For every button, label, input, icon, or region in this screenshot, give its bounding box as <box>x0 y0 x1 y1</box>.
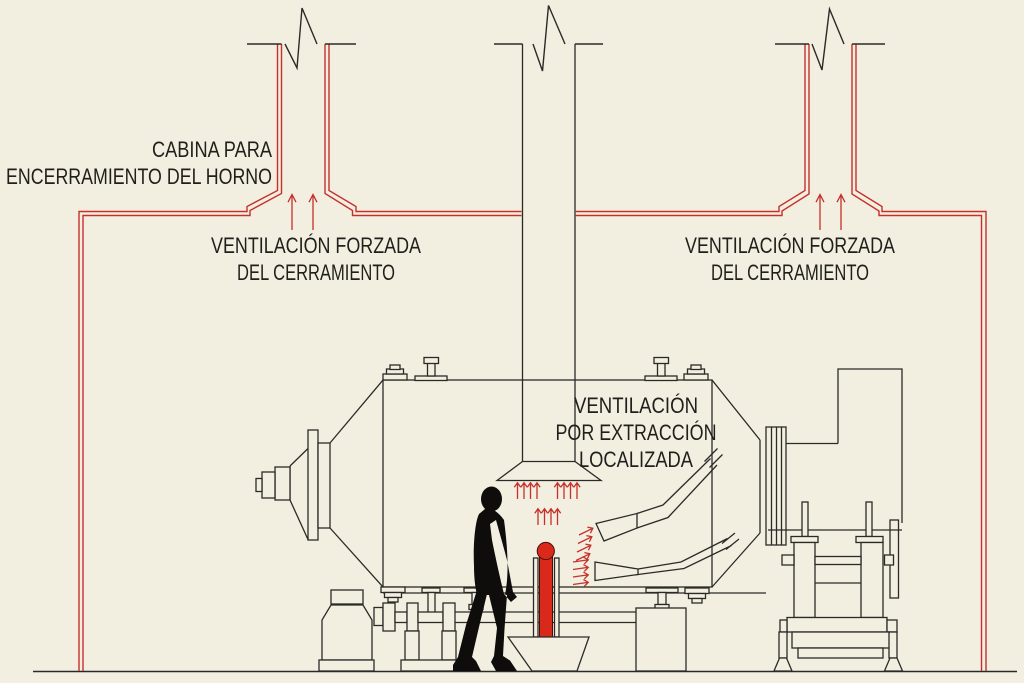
upper-launder <box>636 448 723 529</box>
worker-silhouette <box>453 486 517 671</box>
trunnion-stand <box>421 587 441 594</box>
forced-ventilation-left-label-line1: VENTILACIÓN FORZADA <box>211 233 421 258</box>
bearing-pedestal <box>404 630 420 661</box>
ingot-mold <box>506 636 590 672</box>
furnace-nose-tip <box>255 477 263 493</box>
forced-ventilation-left-label-line2: DEL CERRAMIENTO <box>237 260 395 285</box>
mill-mid-base <box>791 631 891 649</box>
extraction-hood <box>495 460 603 482</box>
forced-ventilation-right-label-line1: VENTILACIÓN FORZADA <box>685 233 895 258</box>
rail-mount <box>656 362 666 377</box>
labels: CABINA PARA ENCERRAMIENTO DEL HORNO VENT… <box>6 137 895 472</box>
lower-launder <box>637 532 740 576</box>
pouring-launders <box>594 448 740 582</box>
shaft-collar <box>373 606 384 627</box>
trunnion-stand <box>427 591 436 614</box>
shaft-segment <box>417 611 444 624</box>
hot-ingot-head <box>536 541 555 561</box>
motor-base <box>318 659 375 672</box>
mill-foot-column <box>888 631 898 659</box>
bolt-flange <box>690 364 702 371</box>
rail-mount <box>653 356 670 365</box>
mill-roll-bar <box>814 555 862 566</box>
rail-mount <box>644 375 678 382</box>
forced-ventilation-right-label-line2: DEL CERRAMIENTO <box>711 260 869 285</box>
local-extraction-label-line3: LOCALIZADA <box>579 447 693 472</box>
mill-foot <box>773 657 793 672</box>
local-extraction-label-line1: VENTILACIÓN <box>574 393 698 418</box>
motor-top <box>330 589 364 605</box>
hot-ingot <box>536 541 555 641</box>
mill-housing-column <box>860 541 884 619</box>
bolt-flange <box>691 597 703 604</box>
enclosure-outline <box>78 44 987 671</box>
drive-motor-assembly <box>318 589 687 672</box>
rail-mount <box>414 375 448 382</box>
trunnion-stand <box>645 587 679 594</box>
mill-base-bar <box>786 616 888 633</box>
worker-head <box>481 486 502 512</box>
bolt-flange <box>383 591 403 599</box>
bolt-flange <box>684 587 710 595</box>
screw-flange <box>855 535 884 544</box>
central-exhaust-stack <box>521 44 576 462</box>
bolt-flange <box>380 586 406 594</box>
furnace-top-fittings <box>382 356 709 382</box>
furnace-door-slots <box>770 427 783 545</box>
shaft-segment <box>394 611 408 624</box>
enclosure-outer-line <box>78 44 987 671</box>
mill-lower-base <box>797 647 884 659</box>
furnace-left-flange-inner <box>317 442 331 529</box>
mill-foot <box>883 657 904 672</box>
mill-housing-column <box>793 541 816 619</box>
trunnion-stand <box>657 591 667 606</box>
bolt-flange <box>683 373 709 381</box>
mill-side-tab <box>781 554 795 566</box>
rail-mount <box>426 362 436 377</box>
furnace-right-taper <box>711 379 761 588</box>
coupling-disc <box>382 602 396 632</box>
furnace-nose-collar <box>274 466 291 501</box>
motor-body <box>321 604 373 661</box>
central-stack-break-icon <box>494 5 603 72</box>
mill-screw <box>865 501 873 538</box>
furnace-left-flange <box>307 429 319 541</box>
ingot-holder-rail <box>553 557 560 638</box>
furnace-left-taper <box>329 379 384 588</box>
bearing-baseplate <box>400 659 461 672</box>
furnace-nose-hub <box>261 471 276 499</box>
bearing-block <box>442 602 456 632</box>
bolt-flange <box>389 364 401 371</box>
screw-flange <box>790 535 819 544</box>
right-duct-break-icon <box>775 6 885 71</box>
coupling-disc <box>406 602 419 632</box>
bolt-flange <box>387 596 399 603</box>
bearing-pedestal <box>441 630 457 661</box>
mill-base-cap <box>886 619 898 633</box>
rail-mount <box>423 356 440 365</box>
duct-break-symbols <box>247 5 885 72</box>
enclosure-inner-line <box>82 44 983 671</box>
mill-stand <box>768 501 904 672</box>
bolt-flange <box>687 592 707 600</box>
cabin-label-line1: CABINA PARA <box>152 137 272 162</box>
bolt-flange <box>382 373 408 381</box>
charging-chute-housing <box>786 368 903 523</box>
furnace-support-pedestal <box>635 607 687 672</box>
mill-foot-column <box>778 631 788 659</box>
ingot-holder-rail <box>532 557 539 638</box>
mill-base-cap <box>779 619 788 633</box>
worker-body <box>453 508 517 671</box>
mill-side-tab <box>883 554 895 566</box>
local-extraction-label-line2: POR EXTRACCIÓN <box>556 420 717 445</box>
hot-ingot-bar <box>539 556 553 641</box>
cabin-label-line2: ENCERRAMIENTO DEL HORNO <box>6 164 272 189</box>
left-duct-break-icon <box>247 7 356 71</box>
mill-screw <box>801 501 809 538</box>
